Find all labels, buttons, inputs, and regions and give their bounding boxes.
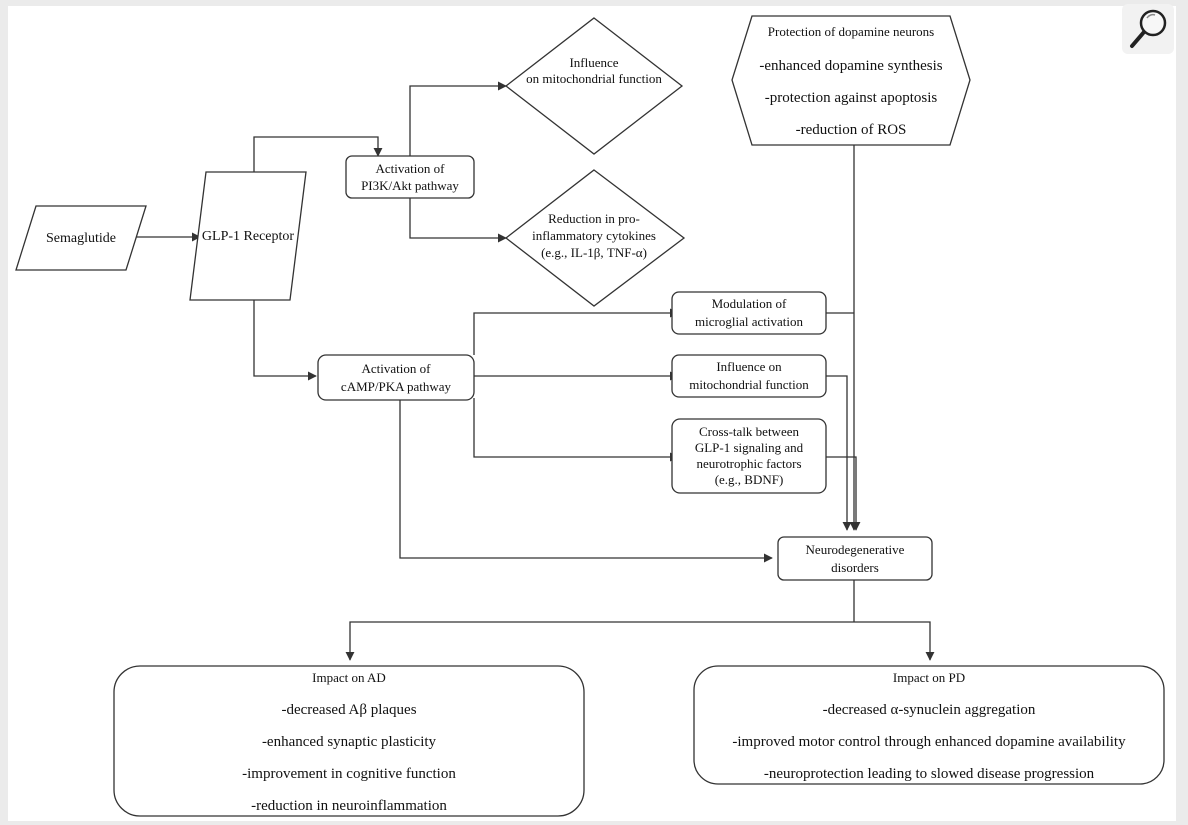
node-microglial: Modulation of microglial activation	[671, 291, 827, 335]
edge-crosstalk-to-trunk	[826, 456, 861, 531]
node-pd: Impact on PD -decreased α-synuclein aggr…	[693, 665, 1165, 785]
node-cytokines: Reduction in pro- inflammatory cytokines…	[504, 169, 686, 307]
microglial-line-1: Modulation of	[712, 296, 787, 311]
edges	[134, 81, 935, 661]
edge-camp-to-neuro	[399, 400, 773, 563]
ad-item-3: -improvement in cognitive function	[242, 766, 456, 782]
edge-mito-box-to-trunk	[826, 375, 852, 531]
mito-diamond-line-2: on mitochondrial function	[526, 71, 662, 86]
pd-title: Impact on PD	[893, 670, 965, 685]
node-camp: Activation of cAMP/PKA pathway	[317, 354, 475, 401]
camp-line-2: cAMP/PKA pathway	[341, 379, 452, 394]
camp-line-1: Activation of	[362, 361, 432, 376]
semaglutide-label: Semaglutide	[46, 231, 116, 246]
mito-diamond-line-1: Influence	[569, 55, 618, 70]
dopamine-item-3: -reduction of ROS	[796, 122, 907, 138]
pd-item-3: -neuroprotection leading to slowed disea…	[764, 766, 1095, 782]
glp1-receptor-label: GLP-1 Receptor	[202, 229, 294, 244]
crosstalk-line-1: Cross-talk between	[699, 424, 800, 439]
neuro-line-2: disorders	[831, 560, 879, 575]
ad-item-4: -reduction in neuroinflammation	[251, 798, 447, 814]
dopamine-item-2: -protection against apoptosis	[765, 90, 938, 106]
node-mito-box: Influence on mitochondrial function	[671, 354, 827, 398]
pd-item-2: -improved motor control through enhanced…	[732, 734, 1126, 750]
zoom-button[interactable]	[1122, 4, 1174, 54]
edge-pi3k-to-cytokines	[409, 198, 507, 243]
mito-box-line-2: mitochondrial function	[689, 377, 809, 392]
cytokines-line-2: inflammatory cytokines	[532, 228, 656, 243]
edge-pi3k-to-mito-diamond	[409, 81, 507, 156]
node-mito-diamond: Influence on mitochondrial function	[504, 17, 684, 155]
cytokines-line-1: Reduction in pro-	[548, 211, 640, 226]
node-neuro: Neurodegenerative disorders	[777, 536, 933, 581]
edge-receptor-to-pi3k	[253, 136, 383, 172]
edge-neuro-to-ad	[345, 621, 854, 661]
node-dopamine: Protection of dopamine neurons -enhanced…	[731, 15, 971, 146]
edge-receptor-to-camp	[253, 300, 317, 381]
magnifier-icon	[1130, 9, 1167, 48]
node-pi3k: Activation of PI3K/Akt pathway	[345, 155, 475, 199]
edge-neuro-to-pd	[854, 621, 935, 661]
pd-item-1: -decreased α-synuclein aggregation	[823, 702, 1036, 718]
ad-item-2: -enhanced synaptic plasticity	[262, 734, 437, 750]
cytokines-line-3: (e.g., IL-1β, TNF-α)	[541, 245, 647, 260]
node-semaglutide: Semaglutide	[15, 205, 147, 271]
ad-item-1: -decreased Aβ plaques	[281, 702, 416, 718]
crosstalk-line-2: GLP-1 signaling and	[695, 440, 804, 455]
mito-box-line-1: Influence on	[716, 359, 782, 374]
dopamine-item-1: -enhanced dopamine synthesis	[759, 58, 942, 74]
dopamine-title: Protection of dopamine neurons	[768, 24, 934, 39]
crosstalk-line-4: (e.g., BDNF)	[715, 472, 784, 487]
ad-title: Impact on AD	[312, 670, 386, 685]
node-crosstalk: Cross-talk between GLP-1 signaling and n…	[671, 418, 827, 494]
pi3k-line-1: Activation of	[376, 161, 446, 176]
crosstalk-line-3: neurotrophic factors	[696, 456, 801, 471]
pi3k-line-2: PI3K/Akt pathway	[361, 178, 459, 193]
neuro-line-1: Neurodegenerative	[806, 542, 905, 557]
microglial-line-2: microglial activation	[695, 314, 803, 329]
node-glp1-receptor: GLP-1 Receptor	[189, 171, 307, 301]
edge-camp-to-crosstalk	[473, 398, 679, 462]
edge-camp-to-microglial	[473, 308, 679, 355]
node-ad: Impact on AD -decreased Aβ plaques -enha…	[113, 665, 585, 817]
